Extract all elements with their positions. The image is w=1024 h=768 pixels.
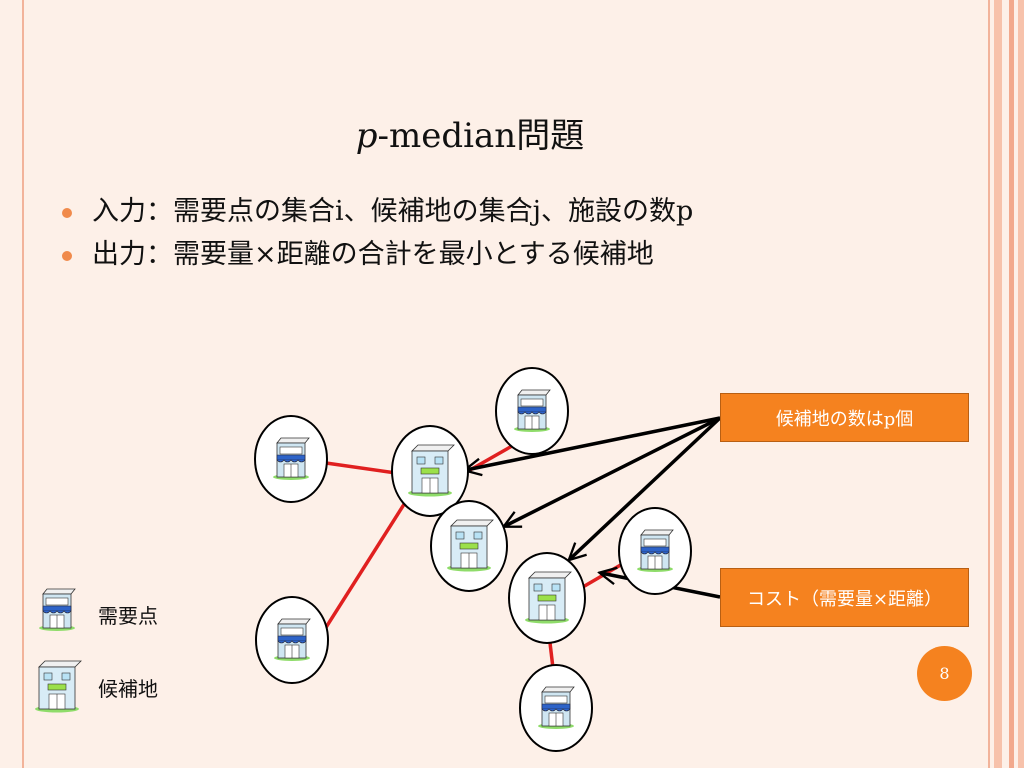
- arrow-to-candidate: [466, 416, 721, 470]
- callout-facility-count-text: 候補地の数はp個: [775, 408, 914, 430]
- bullet-input-text: 入力：需要点の集合i、候補地の集合j、施設の数p: [92, 196, 694, 227]
- shop-icon: [272, 437, 310, 481]
- demand-point: [254, 415, 328, 503]
- bullet-dot-icon: [62, 208, 72, 218]
- shop-icon: [513, 389, 551, 433]
- bullet-dot-icon: [62, 251, 72, 261]
- assignment-link: [316, 486, 417, 641]
- slide-title: p-median問題: [0, 108, 940, 157]
- right-decorative-stripes: [984, 0, 1024, 768]
- callout-cost-text: コスト（需要量×距離）: [746, 588, 943, 610]
- arrow-to-candidate: [570, 416, 722, 559]
- page-number: 8: [939, 664, 950, 683]
- candidate-site: [508, 552, 586, 644]
- left-frame-line: [22, 0, 24, 768]
- building-icon: [446, 519, 494, 572]
- bullet-output-text: 出力：需要量×距離の合計を最小とする候補地: [92, 239, 654, 270]
- demand-point: [495, 367, 569, 455]
- building-icon: [524, 571, 572, 624]
- demand-point: [255, 596, 329, 684]
- bullet-output: 出力：需要量×距離の合計を最小とする候補地: [62, 233, 693, 276]
- legend-building-icon: [34, 660, 82, 713]
- building-icon: [407, 444, 455, 497]
- arrow-to-candidate: [505, 416, 721, 526]
- legend-candidate-label: 候補地: [98, 677, 158, 701]
- demand-point: [519, 664, 593, 752]
- shop-icon: [636, 529, 674, 573]
- legend-demand-label: 需要点: [98, 604, 158, 628]
- legend-shop-icon: [38, 588, 76, 632]
- callout-facility-count: 候補地の数はp個: [720, 393, 969, 442]
- bullet-list: 入力：需要点の集合i、候補地の集合j、施設の数p 出力：需要量×距離の合計を最小…: [62, 190, 693, 276]
- shop-icon: [537, 686, 575, 730]
- demand-point: [618, 507, 692, 595]
- title-text: -median問題: [377, 116, 585, 156]
- shop-icon: [273, 618, 311, 662]
- page-number-badge: 8: [917, 646, 972, 701]
- title-italic-p: p: [355, 116, 378, 156]
- candidate-site: [391, 425, 469, 517]
- assignment-link: [325, 461, 397, 475]
- candidate-site: [430, 500, 508, 592]
- callout-cost: コスト（需要量×距離）: [720, 568, 969, 627]
- bullet-input: 入力：需要点の集合i、候補地の集合j、施設の数p: [62, 190, 693, 233]
